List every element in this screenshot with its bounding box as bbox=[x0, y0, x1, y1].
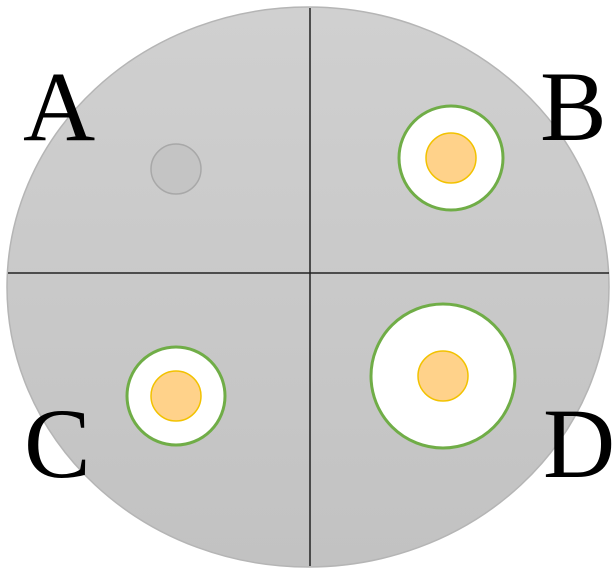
label-a: A bbox=[23, 51, 95, 162]
label-d: D bbox=[543, 388, 615, 499]
disc-b bbox=[425, 132, 477, 184]
label-c: C bbox=[24, 388, 91, 499]
agar-plate bbox=[6, 6, 610, 568]
label-b: B bbox=[540, 51, 607, 162]
disc-c bbox=[150, 370, 202, 422]
disc-d bbox=[417, 350, 469, 402]
disc-a bbox=[150, 143, 202, 195]
